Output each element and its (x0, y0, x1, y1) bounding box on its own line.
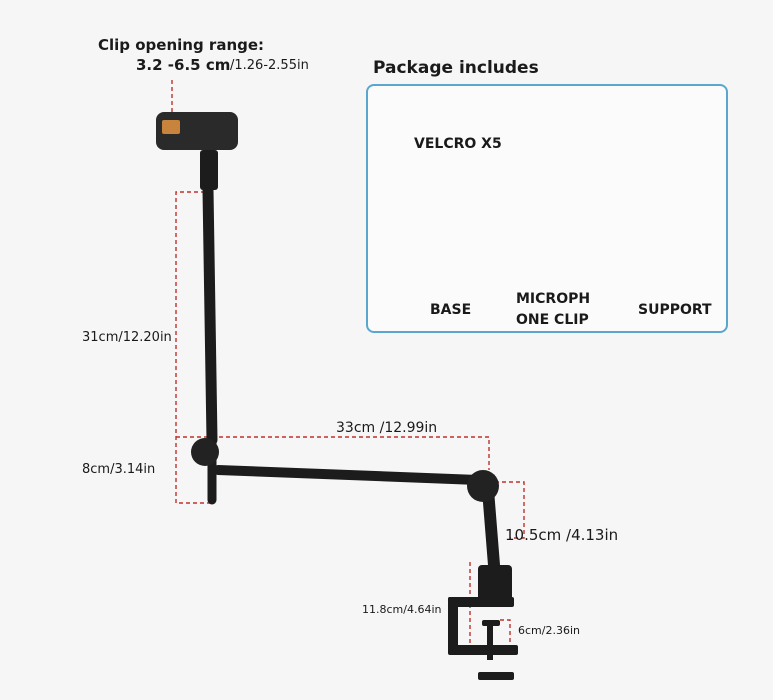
desk-clamp (448, 565, 518, 680)
elbow-joint-right (467, 470, 499, 502)
package-panel (366, 84, 728, 333)
clip-range-title: Clip opening range: (98, 36, 265, 54)
clamp-height-dimension: 11.8cm/4.64in (362, 603, 442, 616)
elbow-drop-dimension: 10.5cm /4.13in (505, 526, 619, 544)
top-clip (156, 112, 238, 190)
mic-clip-label-1: MICROPH (516, 291, 591, 307)
support-label: SUPPORT (638, 302, 712, 318)
clip-range-in: /1.26-2.55in (230, 58, 309, 73)
clamp-opening-dimension: 6cm/2.36in (518, 624, 580, 637)
horizontal-arm-dimension: 33cm /12.99in (336, 420, 438, 436)
arm-body (202, 184, 500, 571)
dimension-guides (171, 80, 525, 650)
base-label: BASE (430, 302, 472, 318)
mic-clip-label-2: ONE CLIP (516, 312, 589, 328)
velcro-label: VELCRO X5 (414, 136, 502, 152)
clip-range-cm: 3.2 -6.5 cm (136, 56, 231, 74)
elbow-joint-left (191, 438, 219, 466)
upper-arm-dimension: 31cm/12.20in (82, 330, 172, 345)
package-title: Package includes (373, 58, 539, 78)
lower-vertical-dimension: 8cm/3.14in (82, 462, 156, 477)
